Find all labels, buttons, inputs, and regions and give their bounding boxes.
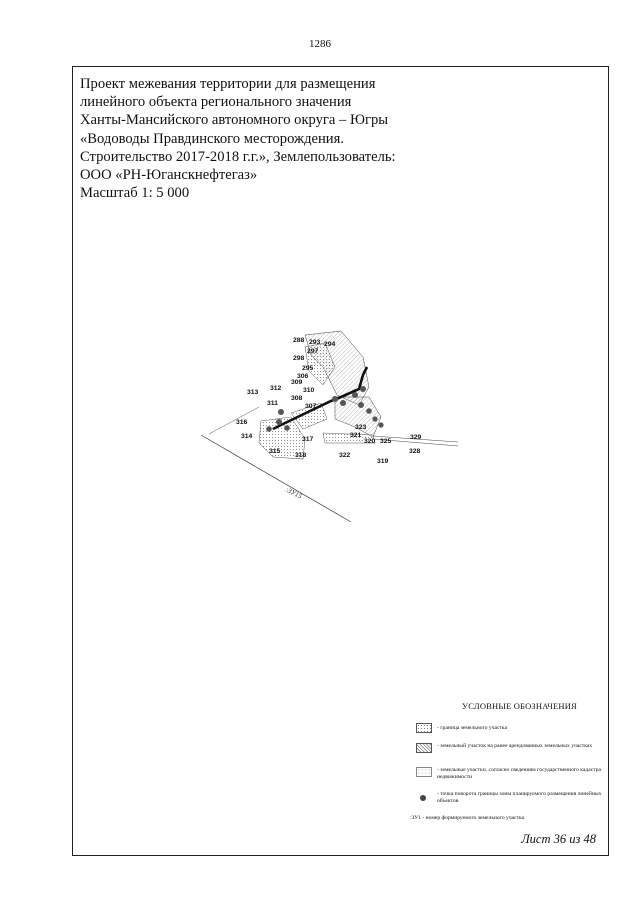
title-line: Проект межевания территории для размещен… — [80, 76, 376, 92]
turning-point — [360, 386, 366, 392]
drawing-frame: Проект межевания территории для размещен… — [72, 66, 609, 856]
turning-point — [372, 416, 378, 422]
point-label: 316 — [236, 419, 248, 426]
title-line: ООО «РН-Юганскнефтегаз» — [80, 167, 258, 184]
legend-code: :ЗУ1 — [410, 815, 421, 821]
turning-point — [284, 425, 290, 431]
point-label: 311 — [267, 400, 278, 407]
point-label: 320 — [364, 438, 376, 445]
cadastral-map: 288 293 294 297 298 295 306 309 310 313 … — [200, 330, 459, 523]
point-label: 325 — [380, 438, 392, 445]
turning-point — [358, 402, 364, 408]
point-label: 317 — [302, 436, 314, 443]
legend-code-text: - номер формируемого земельного участка — [420, 815, 525, 821]
light-dotted-swatch-icon — [416, 767, 432, 777]
turning-point — [266, 426, 272, 432]
point-label: 322 — [339, 452, 351, 459]
turning-point — [352, 392, 358, 398]
dotted-parcel — [304, 342, 336, 386]
legend-code-label: :ЗУ1 - номер формируемого земельного уча… — [410, 815, 524, 821]
point-label: 294 — [324, 341, 336, 348]
point-label: 321 — [350, 432, 362, 439]
pipeline-route — [272, 366, 369, 431]
legend-item-text: - земельный участок на ранее арендованны… — [437, 743, 593, 749]
point-label: 288 — [293, 337, 305, 344]
point-label: 310 — [303, 387, 315, 394]
legend-item-text: - земельные участки, согласно сведениям … — [437, 767, 601, 781]
point-label: 293 — [309, 339, 321, 346]
point-label: 306 — [297, 373, 309, 380]
point-label: 328 — [409, 448, 421, 455]
turning-point — [366, 408, 372, 414]
boundary-line — [200, 434, 352, 523]
turning-point — [276, 419, 282, 425]
point-label: 298 — [293, 355, 305, 362]
point-label: 312 — [270, 385, 282, 392]
point-label: 323 — [355, 424, 367, 431]
boundary-line — [372, 438, 459, 447]
boundary-line — [208, 406, 260, 435]
point-label: 309 — [291, 379, 303, 386]
point-label: 329 — [410, 434, 422, 441]
legend-heading: УСЛОВНЫЕ ОБОЗНАЧЕНИЯ — [462, 701, 577, 711]
point-label: 313 — [247, 389, 259, 396]
point-label: 314 — [241, 433, 253, 440]
point-label: 318 — [295, 452, 307, 459]
legend-item-text: - граница земельного участка — [437, 725, 508, 731]
title-line: Строительство 2017-2018 г.г.», Землеполь… — [80, 148, 396, 165]
turning-point — [278, 409, 284, 415]
title-line: Ханты-Мансийского автономного округа – Ю… — [80, 112, 389, 129]
sheet-number: Лист 36 из 48 — [521, 832, 596, 846]
point-label: 315 — [269, 448, 281, 455]
title-line: линейного объекта регионального значения — [80, 94, 352, 111]
point-marker-icon — [420, 795, 426, 801]
turning-point — [340, 400, 346, 406]
title-line: «Водоводы Правдинского месторождения. — [80, 130, 344, 147]
dotted-parcel — [322, 432, 376, 444]
dotted-parcel — [290, 402, 328, 430]
title-block: Проект межевания территории для размещен… — [80, 75, 520, 202]
boundary-line — [372, 435, 459, 443]
point-label: 307 — [305, 403, 317, 410]
turning-point — [332, 396, 338, 402]
scale-label: Масштаб 1: 5 000 — [80, 185, 190, 202]
point-label: 308 — [291, 395, 303, 402]
dotted-swatch-icon — [416, 723, 432, 733]
turning-point — [378, 422, 384, 428]
point-label: 319 — [377, 458, 389, 465]
page-number: 1286 — [309, 38, 331, 50]
parcel-label: :ЗУ15 — [284, 486, 304, 501]
legend-item-text: - точка поворота границы зоны планируемо… — [437, 791, 602, 805]
point-label: 297 — [307, 348, 319, 355]
point-label: 295 — [302, 365, 314, 372]
hatched-swatch-icon — [416, 743, 432, 753]
